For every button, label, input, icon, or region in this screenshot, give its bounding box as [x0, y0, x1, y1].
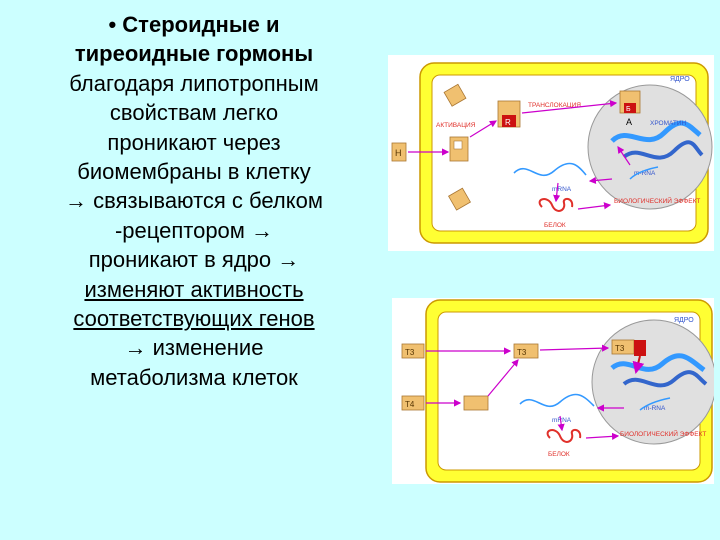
nuclear-complex: Б А — [619, 90, 641, 127]
steroid-mechanism-diagram: ЯДРО H АКТИВАЦИЯ R ТРАНСЛОКАЦИЯ Б А ХРОМ… — [388, 55, 714, 251]
nucleus-label: ЯДРО — [674, 317, 694, 324]
text-line-12: → изменение — [124, 335, 264, 361]
t3-receptor-complex: T3 — [611, 339, 646, 356]
bullet-marker: • — [108, 12, 117, 37]
mrna-cyto-label: mRNA — [552, 186, 572, 193]
nuclear-mrna-strand — [639, 397, 671, 411]
text-line-1: • Стероидные и — [14, 10, 374, 39]
effect-arrow — [577, 202, 612, 210]
binding-arrow — [617, 146, 631, 166]
title-part-2: тиреоидные гормоны — [74, 41, 314, 67]
text-line-7: → связываются с белком — [65, 188, 323, 214]
translocation-label: ТРАНСЛОКАЦИЯ — [528, 102, 581, 109]
nuclear-entry-arrow — [539, 344, 610, 352]
title-part-1: Стероидные и — [122, 12, 280, 37]
text-line-11: соответствующих генов — [73, 306, 315, 332]
activation-label: АКТИВАЦИЯ — [436, 122, 476, 129]
binding-arrow — [632, 355, 645, 374]
translation-arrow — [553, 182, 561, 203]
chromatin-label: ХРОМАТИН — [650, 120, 686, 127]
hormone-entering-top — [443, 83, 467, 107]
effect-arrow — [585, 432, 620, 440]
cytoplasmic-mrna — [519, 393, 595, 408]
nucleus — [587, 84, 713, 210]
protein-shape — [546, 428, 582, 443]
t3-inside-label: T3 — [517, 348, 527, 357]
t4-outside-label: T4 — [405, 400, 415, 409]
activation-arrow — [469, 120, 498, 138]
thyroid-mechanism-diagram: ЯДРО T3 T4 T3 T3 m-RNA mRNA БЕЛОК БИОЛОГ… — [392, 298, 714, 484]
t4-outside: T4 — [401, 395, 425, 411]
deiodination-arrow — [487, 359, 519, 397]
export-arrow — [588, 176, 613, 185]
hormone-entering-bottom — [448, 187, 471, 211]
protein-label: БЕЛОК — [544, 222, 566, 229]
mrna-cyto-label: mRNA — [552, 417, 572, 424]
nucleus-label: ЯДРО — [670, 76, 690, 83]
chromatin-strand-1 — [610, 353, 706, 372]
text-line-13: метаболизма клеток — [90, 364, 298, 390]
text-line-4: свойствам легко — [109, 100, 279, 126]
text-line-2: тиреоидные гормоны — [14, 39, 374, 68]
complex-letter-b: Б — [626, 106, 631, 113]
effect-label: БИОЛОГИЧЕСКИЙ ЭФФЕКТ — [614, 196, 700, 205]
text-line-9: проникают в ядро → — [88, 247, 300, 273]
effect-label: БИОЛОГИЧЕСКИЙ ЭФФЕКТ — [620, 429, 706, 438]
text-line-5: проникают через — [107, 129, 281, 155]
t3-outside: T3 — [401, 343, 425, 359]
chromatin-strand-2 — [622, 370, 708, 388]
t3-inside: T3 — [513, 343, 539, 359]
nucleus — [591, 319, 714, 445]
chromatin-strand-2 — [622, 140, 704, 160]
hormone-outside: H — [391, 142, 407, 162]
protein-label: БЕЛОК — [548, 451, 570, 458]
chromatin-strand-1 — [610, 120, 702, 143]
receptor-letter: R — [505, 118, 511, 127]
text-line-10: изменяют активность — [84, 276, 304, 302]
t3-nuclear-label: T3 — [615, 344, 625, 353]
hormone-letter: H — [395, 148, 402, 158]
text-line-6: биомембраны в клетку — [77, 159, 311, 185]
translocation-arrow — [521, 100, 618, 114]
cytoplasmic-mrna — [513, 162, 587, 177]
complex-letter-a: А — [626, 117, 632, 127]
t3-outside-label: T3 — [405, 348, 415, 357]
receptor-active: R — [497, 100, 521, 128]
description-text: • Стероидные и тиреоидные гормоны благод… — [14, 10, 374, 392]
mrna-nuclear-label: m-RNA — [644, 405, 666, 412]
text-line-3: благодаря липотропным — [69, 70, 319, 96]
mrna-nuclear-label: m-RNA — [634, 170, 656, 177]
translation-arrow — [557, 415, 565, 432]
t4-inside — [463, 395, 489, 411]
nuclear-mrna-strand — [629, 166, 659, 180]
receptor-inactive — [449, 136, 469, 162]
text-line-8: -рецептором → — [114, 217, 274, 243]
protein-shape — [538, 197, 574, 212]
